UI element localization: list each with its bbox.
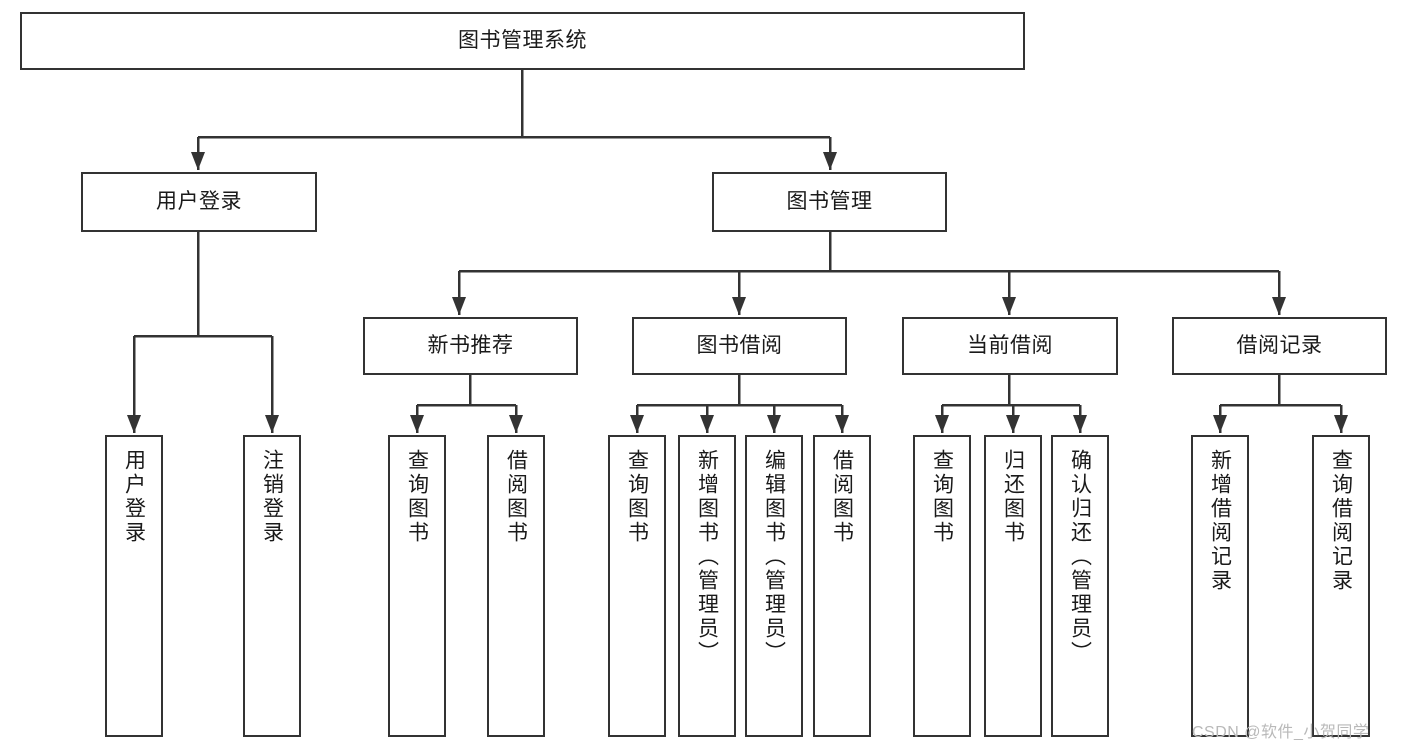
node-label: 查询图书 bbox=[930, 449, 954, 545]
node-label: 归还图书 bbox=[1001, 449, 1025, 545]
node-label: 查询借阅记录 bbox=[1329, 449, 1353, 593]
node-book-management[interactable]: 图书管理 bbox=[712, 172, 947, 232]
node-borrow-records[interactable]: 借阅记录 bbox=[1172, 317, 1387, 375]
node-label: 当前借阅 bbox=[967, 333, 1053, 357]
node-label: 新增借阅记录 bbox=[1208, 449, 1232, 593]
node-user-login[interactable]: 用户登录 bbox=[81, 172, 317, 232]
node-label: 注销登录 bbox=[260, 449, 284, 545]
node-label: 新增图书（管理员） bbox=[695, 449, 719, 665]
node-label: 借阅图书 bbox=[504, 449, 528, 545]
node-leaf-add-book[interactable]: 新增图书（管理员） bbox=[678, 435, 736, 737]
node-current-borrow[interactable]: 当前借阅 bbox=[902, 317, 1118, 375]
node-leaf-user-login[interactable]: 用户登录 bbox=[105, 435, 163, 737]
node-leaf-logout[interactable]: 注销登录 bbox=[243, 435, 301, 737]
node-leaf-borrow-book[interactable]: 借阅图书 bbox=[813, 435, 871, 737]
node-label: 编辑图书（管理员） bbox=[762, 449, 786, 665]
node-label: 确认归还（管理员） bbox=[1068, 449, 1092, 665]
node-leaf-query-book-borrow[interactable]: 查询图书 bbox=[608, 435, 666, 737]
node-label: 用户登录 bbox=[156, 189, 242, 213]
node-leaf-edit-book[interactable]: 编辑图书（管理员） bbox=[745, 435, 803, 737]
node-leaf-query-borrow-record[interactable]: 查询借阅记录 bbox=[1312, 435, 1370, 737]
node-leaf-add-borrow-record[interactable]: 新增借阅记录 bbox=[1191, 435, 1249, 737]
node-new-book-recommend[interactable]: 新书推荐 bbox=[363, 317, 578, 375]
node-label: 图书借阅 bbox=[696, 333, 783, 357]
node-label: 查询图书 bbox=[405, 449, 429, 545]
node-book-borrow[interactable]: 图书借阅 bbox=[632, 317, 847, 375]
node-leaf-confirm-return[interactable]: 确认归还（管理员） bbox=[1051, 435, 1109, 737]
node-leaf-query-book-current[interactable]: 查询图书 bbox=[913, 435, 971, 737]
node-label: 图书管理系统 bbox=[458, 28, 587, 52]
node-label: 查询图书 bbox=[625, 449, 649, 545]
node-label: 借阅图书 bbox=[830, 449, 854, 545]
node-label: 用户登录 bbox=[122, 449, 146, 545]
node-label: 借阅记录 bbox=[1236, 333, 1323, 357]
node-root[interactable]: 图书管理系统 bbox=[20, 12, 1025, 70]
node-leaf-return-book[interactable]: 归还图书 bbox=[984, 435, 1042, 737]
node-leaf-borrow-book-recommend[interactable]: 借阅图书 bbox=[487, 435, 545, 737]
node-label: 新书推荐 bbox=[427, 333, 514, 357]
node-leaf-query-book-recommend[interactable]: 查询图书 bbox=[388, 435, 446, 737]
node-label: 图书管理 bbox=[786, 189, 873, 213]
